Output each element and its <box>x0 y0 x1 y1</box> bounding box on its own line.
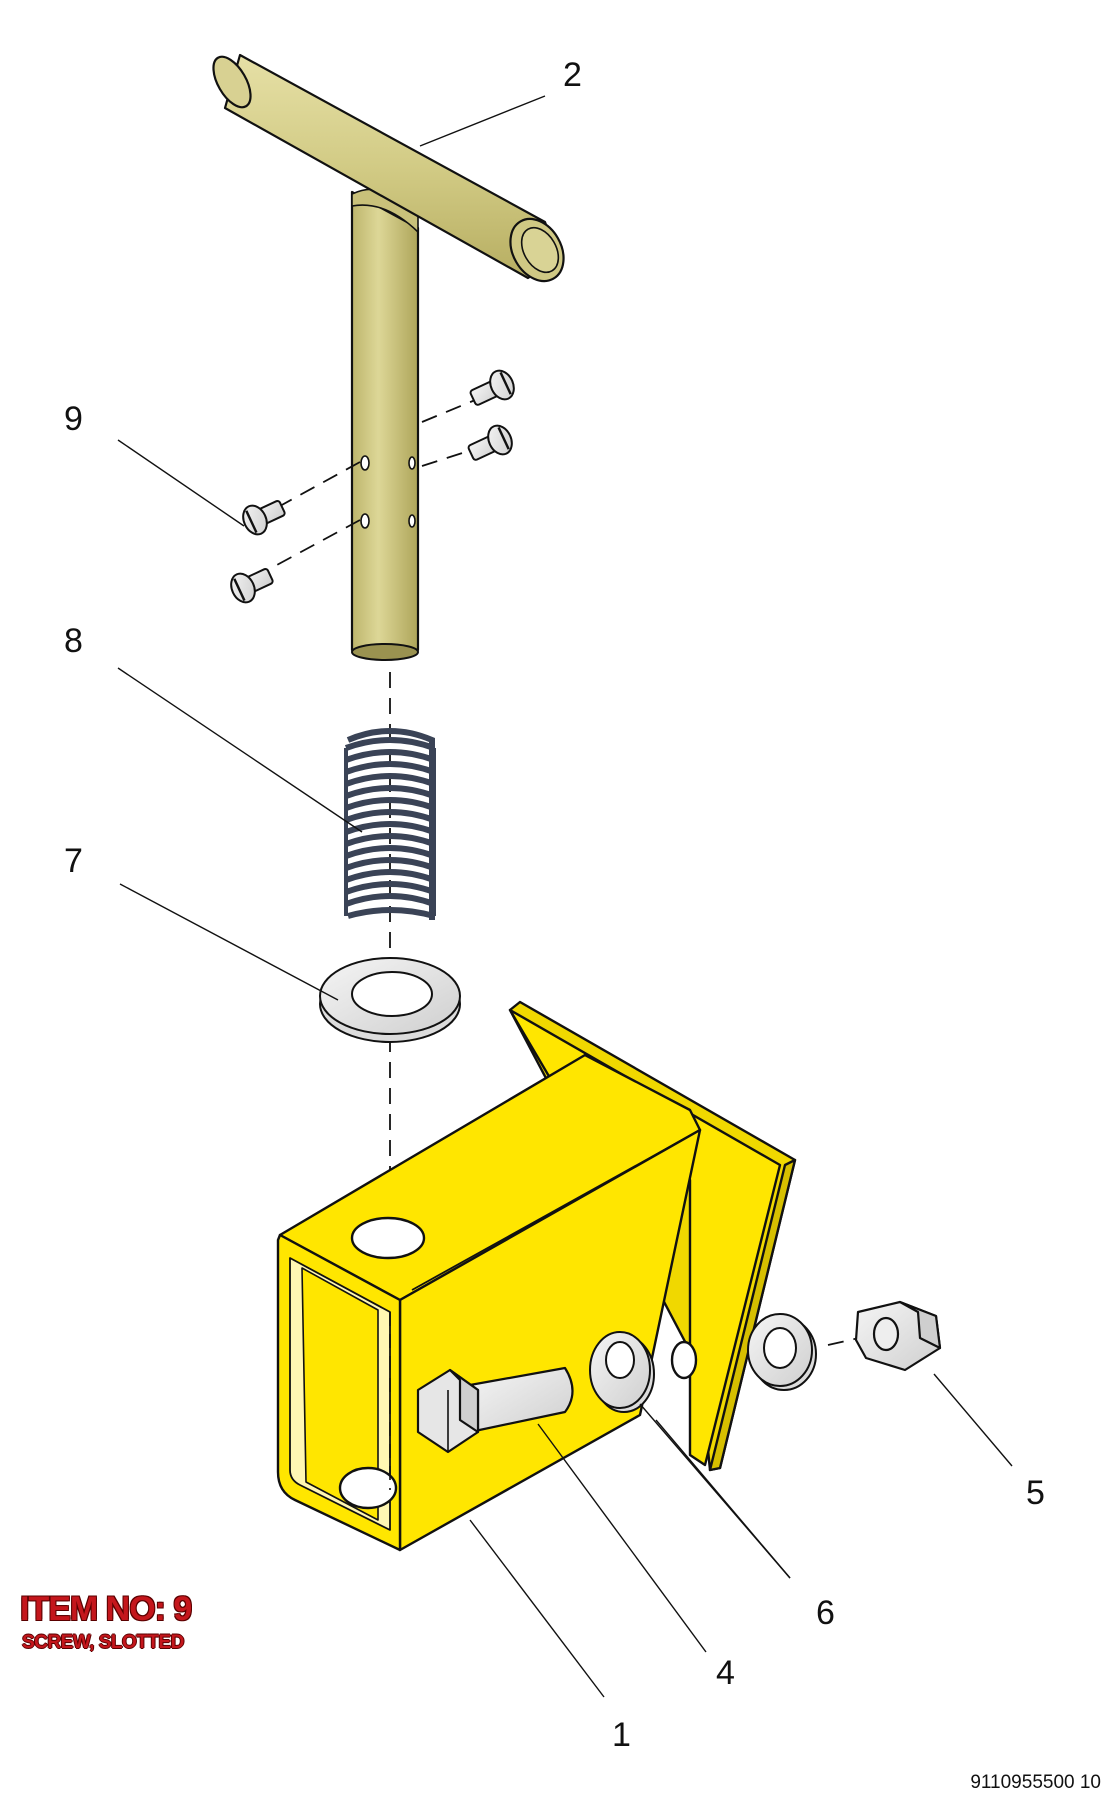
hex-nut[interactable] <box>854 1300 942 1372</box>
callout-2[interactable]: 2 <box>563 56 582 94</box>
leader-2 <box>419 95 546 147</box>
leader-4 <box>537 1423 707 1653</box>
callout-9[interactable]: 9 <box>64 400 83 438</box>
leader-5 <box>933 1373 1013 1467</box>
leader-8 <box>117 667 363 833</box>
slotted-screw-left-upper <box>242 500 286 536</box>
bracket-top-hole <box>350 1216 426 1260</box>
callout-6[interactable]: 6 <box>816 1594 835 1632</box>
compression-spring[interactable] <box>344 728 436 920</box>
bracket-side-hole <box>670 1340 698 1380</box>
drawing-number: 9110955500 10 <box>970 1772 1101 1793</box>
mounting-bracket[interactable] <box>276 1000 797 1552</box>
bracket-bottom-hole <box>338 1466 398 1510</box>
callout-8[interactable]: 8 <box>64 622 83 660</box>
leader-6b <box>655 1419 791 1579</box>
callout-4[interactable]: 4 <box>716 1654 735 1692</box>
slotted-screw-right-upper <box>469 369 515 406</box>
leader-1 <box>469 1519 605 1698</box>
t-handle-shaft <box>350 190 420 659</box>
slotted-screws[interactable] <box>227 367 519 606</box>
t-handle[interactable] <box>206 51 574 661</box>
leader-lines <box>117 95 1013 1698</box>
slotted-screw-left-lower <box>230 568 274 604</box>
leader-7 <box>119 883 339 1001</box>
callout-1[interactable]: 1 <box>612 1716 631 1754</box>
callout-5[interactable]: 5 <box>1026 1474 1045 1512</box>
slotted-screw-right-lower <box>467 424 513 461</box>
item-number-title: ITEM NO: 9 <box>20 1590 192 1628</box>
flat-washer-front[interactable] <box>589 1331 655 1413</box>
flat-washer-large[interactable] <box>319 957 461 1043</box>
item-description: SCREW, SLOTTED <box>22 1632 184 1653</box>
callout-7[interactable]: 7 <box>64 842 83 880</box>
leader-9 <box>117 439 245 527</box>
hex-bolt[interactable] <box>416 1366 574 1454</box>
flat-washer-rear[interactable] <box>747 1313 817 1391</box>
